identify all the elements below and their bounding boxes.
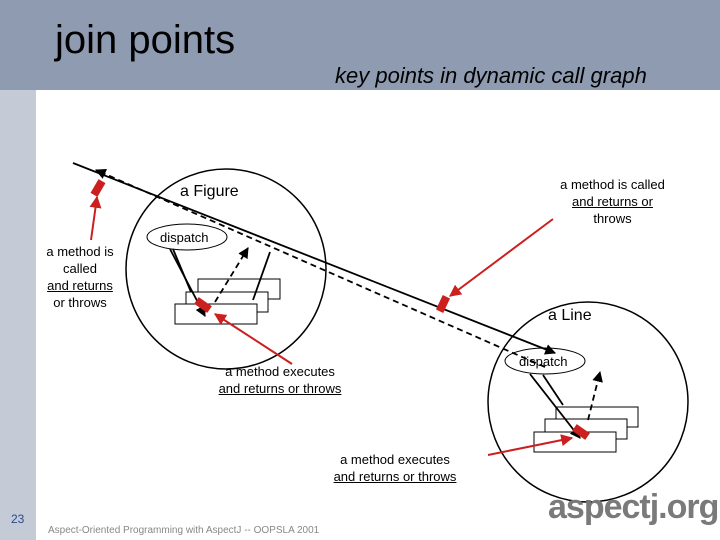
line-object-label: a Line [548, 307, 592, 324]
figure-method-boxes [174, 278, 281, 325]
figure-dispatch-label: dispatch [160, 230, 209, 245]
aspectj-logo: aspectj.org [548, 488, 719, 526]
callout-left-call: a method is called and returns or throws [46, 244, 114, 310]
callout-arrows [89, 195, 574, 456]
callout-exec-figure: a method executes and returns or throws [218, 364, 342, 396]
line-dispatch-label: dispatch [519, 354, 568, 369]
figure-object-circle [125, 168, 327, 370]
line-method-boxes [533, 406, 639, 453]
join-point-markers [90, 179, 590, 440]
callout-right-call: a method is called and returns or throws [560, 177, 665, 226]
page-number: 23 [11, 512, 25, 526]
callout-exec-line: a method executes and returns or throws [333, 452, 457, 484]
slide-subtitle: key points in dynamic call graph [335, 63, 647, 88]
side-bar [0, 90, 36, 540]
title-bar [0, 0, 720, 90]
line-object-circle [487, 301, 689, 503]
footer-text: Aspect-Oriented Programming with AspectJ… [48, 525, 320, 536]
slide-title: join points [55, 18, 236, 62]
figure-object-label: a Figure [180, 183, 239, 200]
figure-dispatch-oval [146, 223, 228, 251]
